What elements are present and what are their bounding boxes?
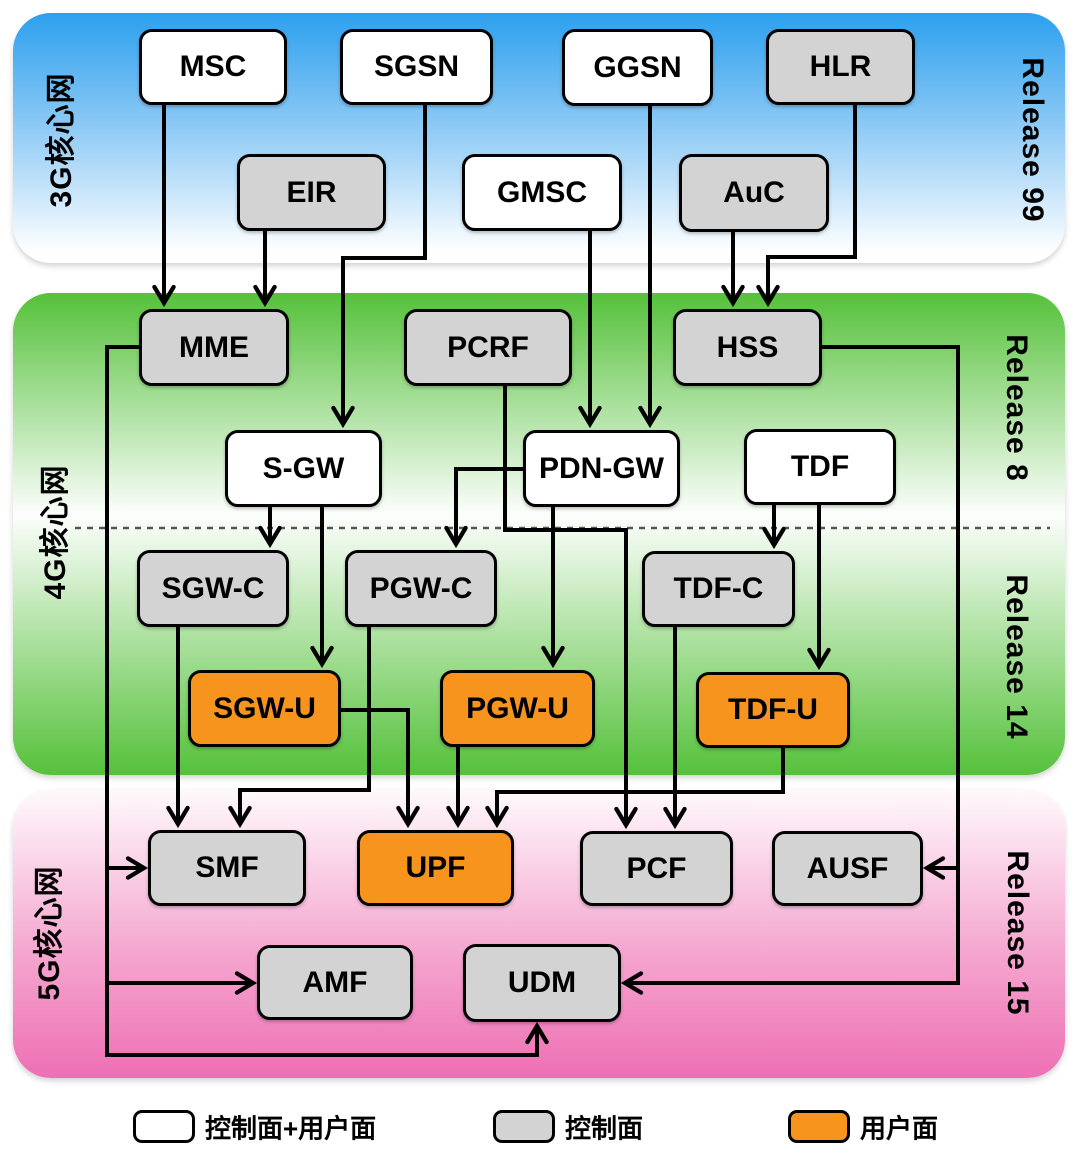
- node-pdn-gw: PDN-GW: [523, 430, 680, 507]
- node-pcrf: PCRF: [404, 309, 572, 386]
- node-upf: UPF: [357, 830, 514, 906]
- edge-pcrf-to-pcf: [503, 386, 638, 830]
- node-tdf: TDF: [744, 429, 896, 505]
- node-s-gw: S-GW: [225, 430, 382, 507]
- edge-hss-to-udm: [620, 345, 960, 995]
- node-sgsn: SGSN: [340, 29, 493, 105]
- node-udm: UDM: [463, 944, 621, 1022]
- node-sgw-u: SGW-U: [188, 670, 341, 747]
- edge-tdf-u-to-upf: [485, 748, 785, 829]
- node-hss: HSS: [673, 309, 822, 386]
- edge-pdn-gw-to-pgw-c: [444, 467, 523, 549]
- node-eir: EIR: [237, 154, 386, 231]
- node-ausf: AUSF: [772, 831, 923, 906]
- node-tdf-u: TDF-U: [696, 672, 850, 748]
- node-gmsc: GMSC: [462, 154, 622, 231]
- node-msc: MSC: [139, 29, 287, 105]
- edge-sgsn-to-s-gw: [331, 105, 427, 429]
- node-hlr: HLR: [766, 29, 915, 105]
- legend-label-gray: 控制面: [565, 1113, 644, 1144]
- legend-label-orange: 用户面: [860, 1113, 939, 1144]
- node-tdf-c: TDF-C: [642, 551, 795, 627]
- node-smf: SMF: [148, 830, 306, 906]
- legend-swatch-white: [133, 1110, 195, 1143]
- legend-swatch-orange: [788, 1110, 850, 1143]
- node-pgw-u: PGW-U: [440, 670, 595, 747]
- node-amf: AMF: [257, 945, 413, 1020]
- edge-sgw-u-to-upf: [341, 708, 420, 829]
- node-auc: AuC: [679, 154, 829, 232]
- legend-label-white: 控制面+用户面: [205, 1113, 377, 1144]
- node-pcf: PCF: [580, 831, 733, 906]
- node-sgw-c: SGW-C: [137, 550, 289, 627]
- edge-hlr-to-hss: [756, 105, 857, 308]
- node-ggsn: GGSN: [562, 29, 713, 106]
- edge-mme-to-udm: [105, 345, 549, 1057]
- node-pgw-c: PGW-C: [345, 550, 497, 627]
- legend-swatch-gray: [493, 1110, 555, 1143]
- node-mme: MME: [139, 309, 289, 386]
